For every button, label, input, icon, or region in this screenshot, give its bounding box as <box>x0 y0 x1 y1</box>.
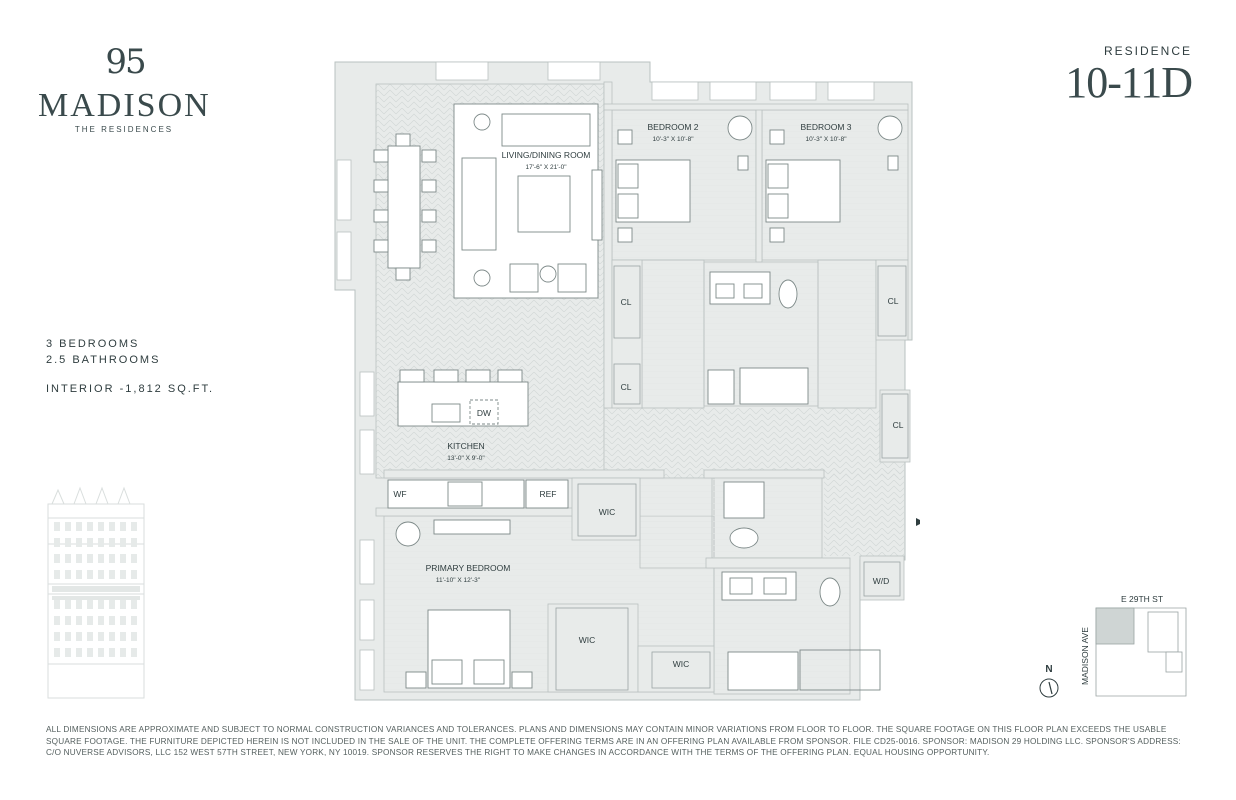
dishwasher-label: DW <box>477 408 491 418</box>
dining-chair <box>421 179 437 193</box>
unit-highlight <box>1095 607 1135 645</box>
primary-name: PRIMARY BEDROOM <box>426 563 511 573</box>
dining-chair <box>395 133 411 147</box>
building-illustration <box>47 486 145 699</box>
hall-floor <box>604 408 904 478</box>
key-plan: E 29TH ST MADISON AVE <box>1080 594 1187 697</box>
primary-dims: 11'-10" X 12'-3" <box>436 577 481 584</box>
living-furniture <box>387 103 603 299</box>
kitchen-fixtures <box>387 369 569 509</box>
entry-floor <box>824 470 904 556</box>
logo-subtitle: THE RESIDENCES <box>74 125 174 134</box>
bedroom3-nook <box>817 259 877 409</box>
closet-label: CL <box>621 297 632 307</box>
north-label: N <box>1045 664 1052 675</box>
street-label: E 29TH ST <box>1121 594 1163 604</box>
floor-plan: LIVING/DINING ROOM 17'-6" X 21'-0" BEDRO… <box>334 61 920 701</box>
bathroom-count: 2.5 BATHROOMS <box>46 354 161 366</box>
dining-chair <box>421 239 437 253</box>
dining-chair <box>373 179 389 193</box>
room-labels: LIVING/DINING ROOM 17'-6" X 21'-0" BEDRO… <box>393 122 903 669</box>
legal-disclaimer: ALL DIMENSIONS ARE APPROXIMATE AND SUBJE… <box>46 725 1181 757</box>
bedroom-count: 3 BEDROOMS <box>46 338 140 350</box>
closet-label: CL <box>888 296 899 306</box>
bedroom3-name: BEDROOM 3 <box>800 122 851 132</box>
compass: N <box>1039 664 1059 698</box>
bedroom3-dims: 10'-3" X 10'-8" <box>805 136 847 143</box>
wic-label: WIC <box>579 635 596 645</box>
closets <box>555 265 909 691</box>
dining-chair <box>421 149 437 163</box>
interior-walls <box>375 81 911 693</box>
interior-area: INTERIOR -1,812 SQ.FT. <box>46 383 215 395</box>
wine-fridge-label: WF <box>393 489 406 499</box>
bedroom2-dims: 10'-3" X 10'-8" <box>652 136 694 143</box>
logo-name: MADISON <box>38 87 211 124</box>
wic-label: WIC <box>673 659 690 669</box>
residence-number: 10-11D <box>1065 58 1193 107</box>
avenue-label: MADISON AVE <box>1080 627 1090 685</box>
dining-chair <box>395 267 411 281</box>
compass-circle-icon <box>1039 678 1059 698</box>
dining-chair <box>421 209 437 223</box>
kitchen-name: KITCHEN <box>447 441 484 451</box>
entry-arrow-icon <box>916 518 920 526</box>
closet-label: CL <box>893 420 904 430</box>
logo-number: 95 <box>105 42 146 82</box>
compass-needle-icon <box>1048 681 1053 695</box>
dining-chair <box>373 239 389 253</box>
bedroom-furniture <box>395 115 903 689</box>
residence-label: RESIDENCE <box>1103 44 1192 58</box>
washer-dryer-label: W/D <box>873 576 890 586</box>
primary-corridor <box>639 477 715 569</box>
dining-chair <box>373 149 389 163</box>
wic-label: WIC <box>599 507 616 517</box>
living-name: LIVING/DINING ROOM <box>502 150 591 160</box>
closet-label: CL <box>621 382 632 392</box>
dining-chair <box>373 209 389 223</box>
bedroom2-nook <box>641 259 705 409</box>
bedroom2-name: BEDROOM 2 <box>647 122 698 132</box>
dining-chairs <box>373 133 437 281</box>
kitchen-dims: 13'-0" X 9'-0" <box>447 455 485 462</box>
refrigerator-label: REF <box>540 489 557 499</box>
living-dims: 17'-6" X 21'-0" <box>525 164 567 171</box>
bath-fixtures <box>707 271 881 691</box>
windows <box>336 61 875 691</box>
